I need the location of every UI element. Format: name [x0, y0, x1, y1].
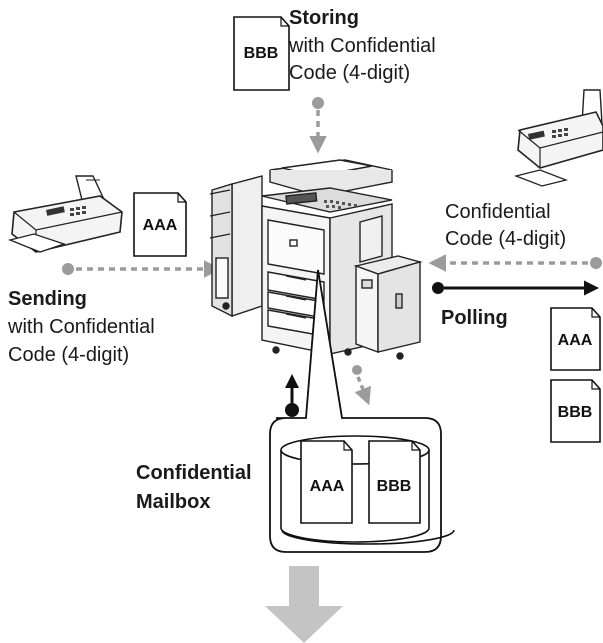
polling-request-dashed-arrow — [428, 254, 602, 272]
doc-aaa-mailbox: AAA — [300, 440, 353, 524]
doc-bbb-polling: BBB — [550, 379, 601, 443]
storing-line2: Code (4-digit) — [289, 62, 411, 84]
storing-line1: with Confidential — [289, 35, 436, 57]
storing-title: Storing — [289, 7, 359, 29]
polling-code-line2: Code (4-digit) — [445, 228, 567, 250]
storing-dashed-arrow — [309, 97, 327, 154]
store-gray-arrow — [352, 365, 371, 406]
polling-code-line1: Confidential — [445, 201, 551, 223]
doc-bbb-mailbox: BBB — [368, 440, 421, 524]
doc-aaa-mailbox-label: AAA — [310, 478, 345, 495]
doc-bbb-polling-label: BBB — [558, 404, 593, 421]
doc-aaa-sending-label: AAA — [143, 217, 178, 234]
doc-bbb-mailbox-label: BBB — [377, 478, 412, 495]
polling-label: Polling — [441, 307, 508, 329]
multifunction-printer-icon — [209, 159, 423, 360]
sending-title: Sending — [8, 288, 87, 310]
fax-machine-left-icon — [7, 175, 123, 253]
sending-line2: Code (4-digit) — [8, 344, 130, 366]
mailbox-title-line1: Confidential — [136, 462, 252, 484]
mailbox-title-line2: Mailbox — [136, 491, 211, 513]
retrieve-black-arrow — [285, 374, 299, 417]
doc-bbb-storing: BBB — [233, 16, 290, 91]
doc-aaa-sending: AAA — [133, 192, 187, 257]
down-arrow-icon — [265, 566, 343, 643]
sending-dashed-arrow — [62, 260, 222, 278]
fax-machine-right-icon — [513, 89, 603, 187]
polling-solid-arrow — [432, 280, 599, 296]
doc-aaa-polling-label: AAA — [558, 332, 593, 349]
doc-bbb-storing-label: BBB — [244, 45, 279, 62]
doc-aaa-polling: AAA — [550, 307, 601, 371]
sending-line1: with Confidential — [8, 316, 155, 338]
